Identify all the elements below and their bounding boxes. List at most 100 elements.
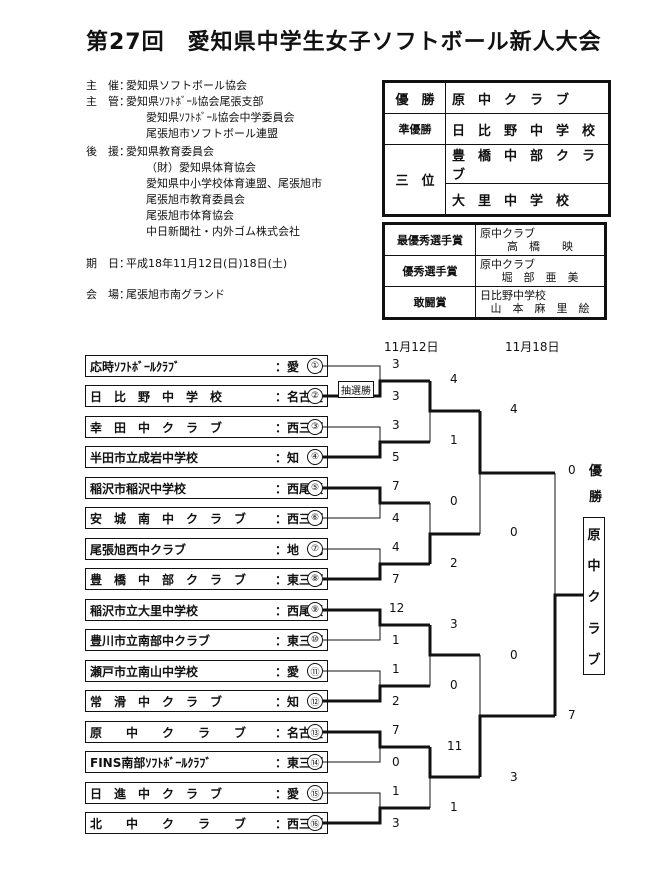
score-r2: 1	[450, 433, 458, 447]
seed-number: ⑦	[307, 541, 323, 557]
score-r1: 7	[392, 723, 400, 737]
seed-number: ⑧	[307, 571, 323, 587]
period-value: 平成18年11月12日(日)18日(土)	[126, 257, 288, 270]
manager-line: 主 管：愛知県ｿﾌﾄﾎﾞｰﾙ協会尾張支部	[86, 94, 264, 110]
team-13: 原 中 ク ラ ブ：名古屋	[85, 721, 328, 743]
manager-value-2: 愛知県ｿﾌﾄﾎﾞｰﾙ協会中学委員会	[146, 111, 295, 124]
team-16: 北 中 ク ラ ブ：西三河	[85, 812, 328, 834]
champion-label-2: 勝	[589, 490, 603, 505]
score-r3: 3	[510, 770, 518, 784]
team-7: 尾張旭西中クラブ：地 元	[85, 538, 328, 560]
seed-number: ⑫	[307, 693, 323, 709]
organizer-line: 主 催：愛知県ソフトボール協会	[86, 78, 247, 94]
third-team-2: 大 里 中 学 校	[445, 183, 609, 215]
score-r2: 0	[450, 678, 458, 692]
team-name: 安 城 南 中 ク ラ ブ	[90, 511, 247, 526]
team-name: 豊川市立南部中クラブ	[90, 633, 211, 648]
team-name: 応時ｿﾌﾄﾎﾞｰﾙｸﾗﾌﾞ	[90, 359, 181, 374]
page-title: 第27回 愛知県中学生女子ソフトボール新人大会	[86, 30, 602, 55]
seed-number: ⑮	[307, 785, 323, 801]
manager-label: 主 管：	[86, 95, 130, 108]
second-label: 準優勝	[384, 113, 446, 145]
score-r2: 0	[450, 494, 458, 508]
seed-number: ③	[307, 419, 323, 435]
team-name: 常 滑 中 ク ラ ブ	[90, 694, 223, 709]
score-r3: 0	[510, 648, 518, 662]
period-label: 期 日：	[86, 257, 130, 270]
third-team-1: 豊 橋 中 部 ク ラ ブ	[445, 144, 609, 184]
seed-number: ⑩	[307, 632, 323, 648]
score-r1: 3	[392, 357, 400, 371]
team-name: 半田市立成岩中学校	[90, 450, 199, 465]
champion-char: ラ	[587, 621, 601, 637]
support-value-5: 尾張旭市体育協会	[146, 209, 234, 222]
score-r2: 1	[450, 800, 458, 814]
lottery-label: 抽選勝	[338, 381, 374, 398]
support-value-4: 尾張旭市教育委員会	[146, 193, 245, 206]
team-6: 安 城 南 中 ク ラ ブ：西三河	[85, 507, 328, 529]
venue-label: 会 場：	[86, 288, 130, 301]
award-label-mvp: 最優秀選手賞	[384, 224, 476, 256]
team-14: FINS南部ｿﾌﾄﾎﾞｰﾙｸﾗﾌﾞ：東三河	[85, 751, 328, 773]
support-line: 後 援：愛知県教育委員会	[86, 144, 214, 160]
seed-number: ⑯	[307, 815, 323, 831]
award-team-fighting: 日比野中学校	[480, 289, 546, 302]
team-name: 豊 橋 中 部 ク ラ ブ	[90, 572, 247, 587]
team-2: 日 比 野 中 学 校：名古屋	[85, 385, 328, 407]
award-name-excellent: 堀 部 亜 美	[501, 271, 579, 284]
venue-line: 会 場：尾張旭市南グランド	[86, 287, 225, 303]
score-r3: 4	[510, 402, 518, 416]
team-8: 豊 橋 中 部 ク ラ ブ：東三河	[85, 568, 328, 590]
score-r1: 4	[392, 540, 400, 554]
score-r1: 5	[392, 450, 400, 464]
award-team-mvp: 原中クラブ	[480, 227, 535, 240]
team-9: 稲沢市立大里中学校：西尾張	[85, 599, 328, 621]
score-r2: 11	[447, 739, 463, 753]
score-final: 7	[568, 708, 576, 722]
champion-char: 中	[587, 559, 601, 575]
award-label-fighting: 敢闘賞	[384, 286, 476, 318]
score-r1: 1	[392, 633, 400, 647]
score-r1: 3	[392, 389, 400, 403]
team-4: 半田市立成岩中学校：知 多	[85, 446, 328, 468]
score-r1: 1	[392, 662, 400, 676]
support-value-6: 中日新聞社・内外ゴム株式会社	[146, 225, 300, 238]
team-11: 瀬戸市立南山中学校：愛 日	[85, 660, 328, 682]
champion-char: ク	[587, 590, 601, 606]
manager-value-3: 尾張旭市ソフトボール連盟	[146, 127, 278, 140]
seed-number: ⑨	[307, 602, 323, 618]
period-line: 期 日：平成18年11月12日(日)18日(土)	[86, 256, 287, 272]
manager-value-1: 愛知県ｿﾌﾄﾎﾞｰﾙ協会尾張支部	[126, 95, 264, 108]
awards-table: 最優秀選手賞 原中クラブ 高 橋 映 優秀選手賞 原中クラブ 堀 部 亜 美 敢…	[382, 222, 607, 320]
results-table: 優 勝 原 中 ク ラ ブ 準優勝 日 比 野 中 学 校 三 位 豊 橋 中 …	[382, 80, 611, 217]
score-r1: 0	[392, 755, 400, 769]
date-round1: 11月12日	[384, 340, 439, 354]
seed-number: ⑪	[307, 663, 323, 679]
second-team: 日 比 野 中 学 校	[445, 113, 609, 145]
score-r1: 1	[392, 784, 400, 798]
organizer-label: 主 催：	[86, 79, 130, 92]
team-name: 幸 田 中 ク ラ ブ	[90, 420, 223, 435]
score-r3: 0	[510, 525, 518, 539]
award-team-excellent: 原中クラブ	[480, 258, 535, 271]
score-r1: 3	[392, 816, 400, 830]
champion-char: 原	[587, 528, 601, 544]
team-12: 常 滑 中 ク ラ ブ：知 多	[85, 690, 328, 712]
award-winner-excellent: 原中クラブ 堀 部 亜 美	[475, 255, 605, 287]
champion-box: 原 中 ク ラ ブ	[583, 517, 605, 675]
score-r1: 7	[392, 479, 400, 493]
date-round2: 11月18日	[505, 340, 560, 354]
seed-number: ④	[307, 449, 323, 465]
score-r1: 4	[392, 511, 400, 525]
score-r2: 3	[450, 617, 458, 631]
team-name: 尾張旭西中クラブ	[90, 542, 187, 557]
score-r2: 4	[450, 372, 458, 386]
score-r1: 12	[389, 601, 405, 615]
score-final: 0	[568, 463, 576, 477]
support-value-3: 愛知県中小学校体育連盟、尾張旭市	[146, 177, 322, 190]
seed-number: ⑥	[307, 510, 323, 526]
seed-number: ⑤	[307, 480, 323, 496]
award-winner-mvp: 原中クラブ 高 橋 映	[475, 224, 605, 256]
team-name: 瀬戸市立南山中学校	[90, 664, 199, 679]
